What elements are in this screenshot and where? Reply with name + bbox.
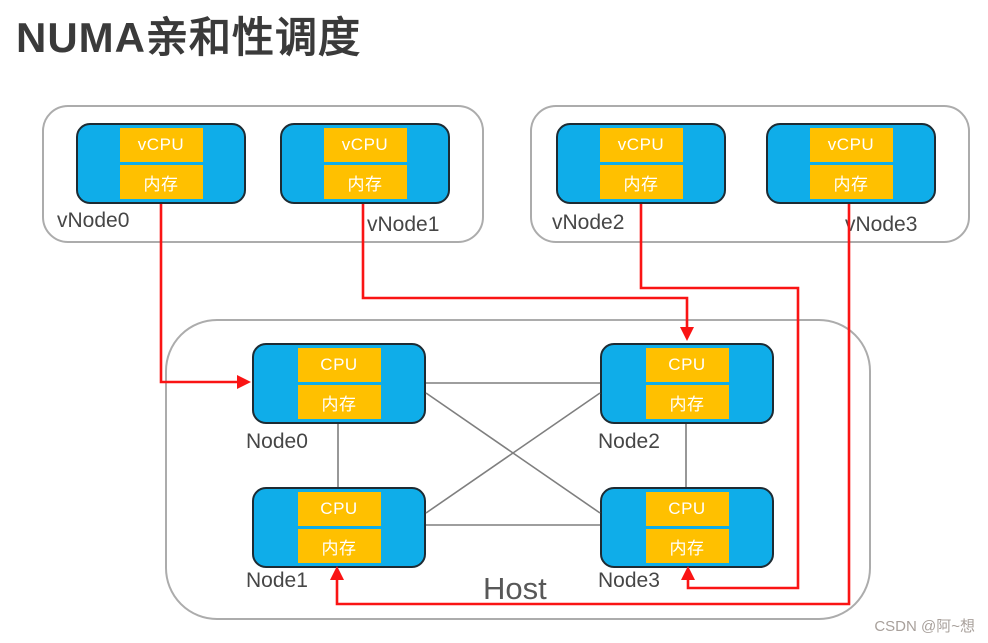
node0-label: Node0 [246,430,308,453]
vnode3-vcpu-label: vCPU [827,135,875,154]
csdn-watermark: CSDN @阿~想 [874,618,975,635]
node3-mem-box: 内存 [645,529,729,563]
vnode0-mem-box: 内存 [119,165,203,199]
vnode3-label: vNode3 [845,213,918,236]
vnode3-box: vCPU 内存 [766,123,936,204]
node0-cpu-box: CPU [297,348,381,382]
node1-box: CPU 内存 [252,487,426,568]
node2-cpu-box: CPU [645,348,729,382]
vnode2-mem-label: 内存 [623,174,659,194]
vnode0-mem-label: 内存 [143,174,179,194]
node0-mem-box: 内存 [297,385,381,419]
vnode2-label: vNode2 [552,211,625,234]
page-title: NUMA亲和性调度 [16,14,361,61]
node3-label: Node3 [598,569,660,592]
node2-label: Node2 [598,430,660,453]
vnode1-vcpu-label: vCPU [341,135,389,154]
node1-mem-box: 内存 [297,529,381,563]
node1-cpu-box: CPU [297,492,381,526]
node2-mem-label: 内存 [669,394,705,414]
vnode2-vcpu-box: vCPU [599,128,683,162]
vnode2-mem-box: 内存 [599,165,683,199]
node0-box: CPU 内存 [252,343,426,424]
vnode0-vcpu-label: vCPU [137,135,185,154]
vnode2-box: vCPU 内存 [556,123,726,204]
node0-cpu-label: CPU [320,355,358,374]
vnode0-vcpu-box: vCPU [119,128,203,162]
vnode2-vcpu-label: vCPU [617,135,665,154]
vnode1-mem-label: 内存 [347,174,383,194]
node0-mem-label: 内存 [321,394,357,414]
node3-mem-label: 内存 [669,538,705,558]
node3-box: CPU 内存 [600,487,774,568]
node3-cpu-box: CPU [645,492,729,526]
vnode1-mem-box: 内存 [323,165,407,199]
vnode1-label: vNode1 [367,213,440,236]
vnode3-mem-label: 内存 [833,174,869,194]
node2-box: CPU 内存 [600,343,774,424]
node1-cpu-label: CPU [320,499,358,518]
node2-mem-box: 内存 [645,385,729,419]
node2-cpu-label: CPU [668,355,706,374]
vnode3-vcpu-box: vCPU [809,128,893,162]
host-label: Host [483,571,547,606]
vnode3-mem-box: 内存 [809,165,893,199]
node3-cpu-label: CPU [668,499,706,518]
vnode0-box: vCPU 内存 [76,123,246,204]
node1-mem-label: 内存 [321,538,357,558]
vnode1-box: vCPU 内存 [280,123,450,204]
node1-label: Node1 [246,569,308,592]
vnode1-vcpu-box: vCPU [323,128,407,162]
vnode0-label: vNode0 [57,209,130,232]
